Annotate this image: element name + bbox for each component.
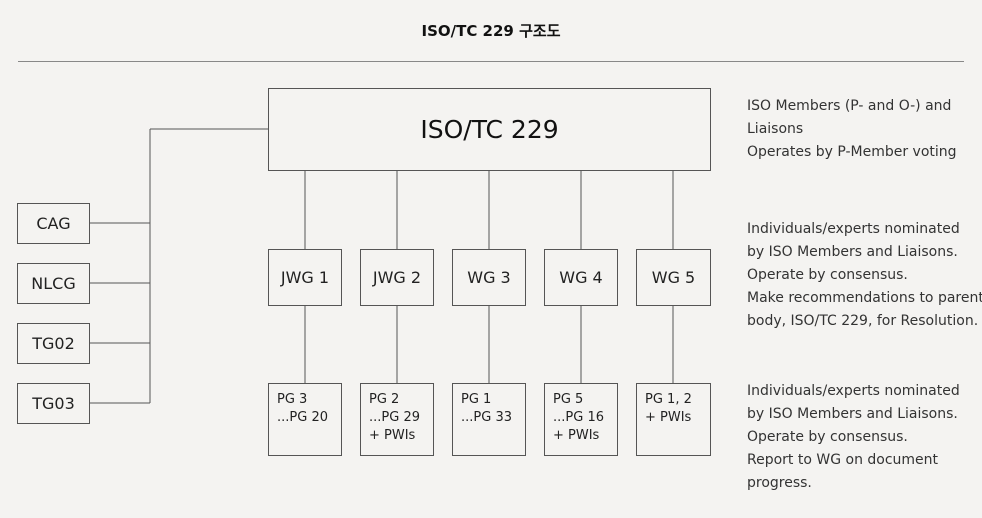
pg-description-line: Report to WG on document (747, 452, 939, 468)
pg-description-line: Individuals/experts nominated (747, 383, 960, 399)
wg-description-line: by ISO Members and Liaisons. (747, 244, 958, 260)
main-description-line: Operates by P-Member voting (747, 144, 957, 160)
jwg2-projects-box: PG 2 ...PG 29 + PWIs (360, 383, 434, 456)
tc229-main-box: ISO/TC 229 (268, 88, 711, 171)
nlcg-label: NLCG (31, 274, 76, 293)
tg03-label: TG03 (32, 394, 75, 413)
main-description-line: Liaisons (747, 121, 804, 137)
diagram-title: ISO/TC 229 구조도 (421, 22, 561, 40)
tg03-box: TG03 (17, 383, 90, 424)
wg-description-line: body, ISO/TC 229, for Resolution. (747, 313, 979, 329)
wg3-projects-box: PG 1 ...PG 33 (452, 383, 526, 456)
jwg2-box: JWG 2 (360, 249, 434, 306)
wg5-projects-box: PG 1, 2 + PWIs (636, 383, 711, 456)
tg02-box: TG02 (17, 323, 90, 364)
main-description: ISO Members (P- and O-) and Liaisons Ope… (747, 95, 979, 164)
jwg1-label: JWG 1 (280, 268, 330, 287)
wg-description-line: Individuals/experts nominated (747, 221, 960, 237)
jwg1-projects-box: PG 3 ...PG 20 (268, 383, 342, 456)
pg-description-line: by ISO Members and Liaisons. (747, 406, 958, 422)
wg-description: Individuals/experts nominated by ISO Mem… (747, 218, 982, 333)
wg4-label: WG 4 (559, 268, 603, 287)
wg-description-line: Make recommendations to parent (747, 290, 982, 306)
jwg1-box: JWG 1 (268, 249, 342, 306)
title-divider (18, 61, 964, 62)
cag-label: CAG (36, 214, 71, 233)
pg-description-line: progress. (747, 475, 812, 491)
wg-description-line: Operate by consensus. (747, 267, 908, 283)
jwg2-label: JWG 2 (372, 268, 422, 287)
pg-description: Individuals/experts nominated by ISO Mem… (747, 380, 979, 495)
tg02-label: TG02 (32, 334, 75, 353)
nlcg-box: NLCG (17, 263, 90, 304)
wg5-box: WG 5 (636, 249, 711, 306)
tc229-main-label: ISO/TC 229 (420, 115, 559, 144)
wg4-projects-box: PG 5 ...PG 16 + PWIs (544, 383, 618, 456)
wg3-label: WG 3 (467, 268, 511, 287)
wg4-box: WG 4 (544, 249, 618, 306)
wg3-box: WG 3 (452, 249, 526, 306)
cag-box: CAG (17, 203, 90, 244)
main-description-line: ISO Members (P- and O-) and (747, 98, 952, 114)
pg-description-line: Operate by consensus. (747, 429, 908, 445)
wg5-label: WG 5 (651, 268, 696, 287)
